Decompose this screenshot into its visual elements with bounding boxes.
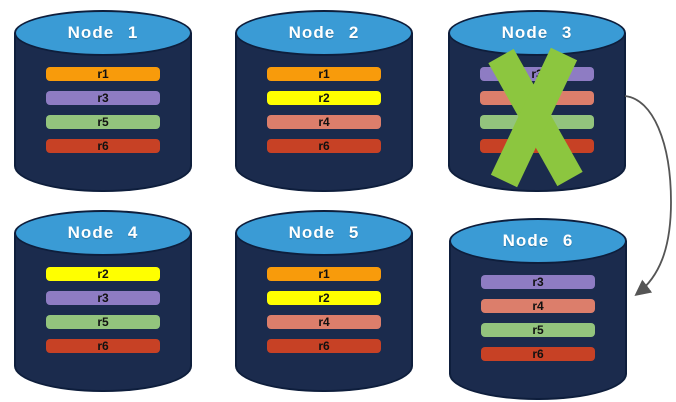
node-3-replica-r3: r3 (480, 67, 594, 81)
node-6-cylinder-top: Node 6 (449, 218, 627, 264)
node-3: Node 3 r3 r4 r5 r6 (448, 10, 626, 192)
node-2-replica-list: r1 r2 r4 r6 (235, 67, 413, 153)
node-4-cylinder-body (14, 233, 192, 392)
node-1-replica-r3: r3 (46, 91, 160, 105)
node-2-replica-r4: r4 (267, 115, 381, 129)
replica-label: r5 (532, 323, 544, 337)
node-5-cylinder-top: Node 5 (235, 210, 413, 256)
node-2-replica-r2: r2 (267, 91, 381, 105)
node-4-replica-r6: r6 (46, 339, 160, 353)
replica-label: r6 (97, 139, 109, 153)
node-5-title: Node 5 (288, 223, 360, 242)
node-6-cylinder-body (449, 241, 627, 400)
node-3-cylinder-top: Node 3 (448, 10, 626, 56)
node-4: Node 4 r2 r3 r5 r6 (14, 210, 192, 392)
node-3-replica-r5: r5 (480, 115, 594, 129)
replica-label: r1 (97, 67, 109, 81)
node-6-replica-r6: r6 (481, 347, 595, 361)
node-6-replica-r4: r4 (481, 299, 595, 313)
node-1-replica-r1: r1 (46, 67, 160, 81)
node-3-title: Node 3 (501, 23, 573, 42)
replica-label: r1 (318, 67, 330, 81)
node-1-cylinder-top: Node 1 (14, 10, 192, 56)
node-4-cylinder-top: Node 4 (14, 210, 192, 256)
node-5-replica-r2: r2 (267, 291, 381, 305)
replica-label: r3 (97, 91, 109, 105)
node-5-replica-list: r1 r2 r4 r6 (235, 267, 413, 353)
node-3-replica-list: r3 r4 r5 r6 (448, 67, 626, 153)
node-5-replica-r6: r6 (267, 339, 381, 353)
node-4-replica-r3: r3 (46, 291, 160, 305)
node-4-title: Node 4 (67, 223, 139, 242)
node-1-replica-list: r1 r3 r5 r6 (14, 67, 192, 153)
node-5-replica-r4: r4 (267, 315, 381, 329)
node-5: Node 5 r1 r2 r4 r6 (235, 210, 413, 392)
replica-label: r4 (318, 115, 330, 129)
node-1-replica-r6: r6 (46, 139, 160, 153)
replica-label: r2 (318, 291, 330, 305)
replica-label: r1 (318, 267, 330, 281)
node-6-replica-list: r3 r4 r5 r6 (449, 275, 627, 361)
node-3-replica-r4: r4 (480, 91, 594, 105)
replica-label: r6 (318, 139, 330, 153)
replica-label: r5 (531, 115, 543, 129)
replica-label: r2 (318, 91, 330, 105)
node-4-replica-list: r2 r3 r5 r6 (14, 267, 192, 353)
node-6: Node 6 r3 r4 r5 r6 (449, 218, 627, 400)
replica-label: r5 (97, 315, 109, 329)
replica-label: r4 (531, 91, 543, 105)
replica-label: r6 (531, 139, 543, 153)
replica-label: r5 (97, 115, 109, 129)
node-1-title: Node 1 (67, 23, 139, 42)
node-6-replica-r5: r5 (481, 323, 595, 337)
replication-arrow (624, 95, 672, 296)
replica-label: r3 (532, 275, 544, 289)
replica-label: r6 (532, 347, 544, 361)
replica-label: r2 (97, 267, 109, 281)
node-4-replica-r5: r5 (46, 315, 160, 329)
node-2-replica-r6: r6 (267, 139, 381, 153)
node-6-title: Node 6 (502, 231, 574, 250)
replica-label: r3 (97, 291, 109, 305)
node-5-cylinder-body (235, 233, 413, 392)
node-3-replica-r6: r6 (480, 139, 594, 153)
node-1-cylinder-body (14, 33, 192, 192)
replica-label: r4 (532, 299, 544, 313)
node-4-replica-r2: r2 (46, 267, 160, 281)
node-2-cylinder-body (235, 33, 413, 192)
node-2-replica-r1: r1 (267, 67, 381, 81)
node-6-replica-r3: r3 (481, 275, 595, 289)
node-1: Node 1 r1 r3 r5 r6 (14, 10, 192, 192)
replica-label: r3 (531, 67, 543, 81)
node-2-cylinder-top: Node 2 (235, 10, 413, 56)
replica-label: r6 (97, 339, 109, 353)
replica-label: r6 (318, 339, 330, 353)
node-2-title: Node 2 (288, 23, 360, 42)
node-5-replica-r1: r1 (267, 267, 381, 281)
replica-label: r4 (318, 315, 330, 329)
node-2: Node 2 r1 r2 r4 r6 (235, 10, 413, 192)
node-1-replica-r5: r5 (46, 115, 160, 129)
